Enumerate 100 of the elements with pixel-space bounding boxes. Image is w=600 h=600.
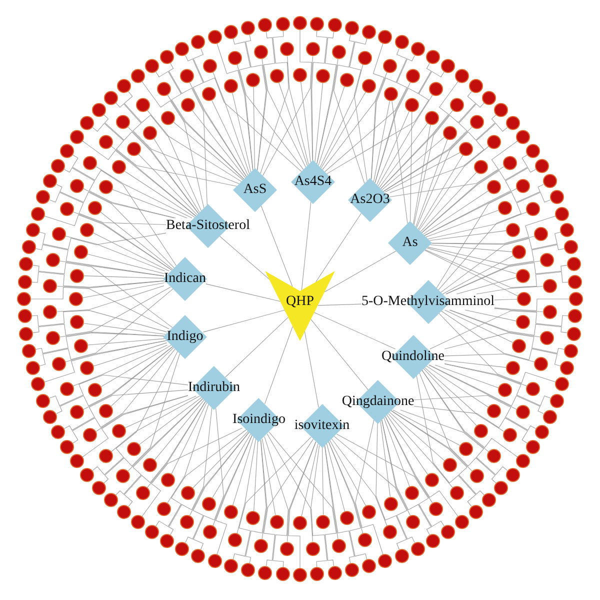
edge-line bbox=[245, 34, 266, 170]
edge-line bbox=[82, 282, 164, 298]
edge-line bbox=[349, 38, 368, 182]
edge-line bbox=[124, 170, 195, 218]
edge-line bbox=[326, 443, 346, 512]
node-label: Indican bbox=[164, 271, 206, 287]
node-label: Indigo bbox=[166, 329, 204, 345]
edge-line bbox=[414, 91, 476, 226]
edge-line bbox=[64, 168, 176, 218]
edge-line bbox=[322, 447, 324, 516]
edge-line bbox=[185, 432, 250, 543]
edge-line bbox=[416, 375, 476, 507]
edge-line bbox=[212, 72, 250, 174]
edge-line bbox=[82, 140, 196, 216]
edge-line bbox=[310, 319, 368, 390]
node-label: Indirubin bbox=[188, 380, 240, 396]
edge-line bbox=[82, 395, 188, 458]
edge-line bbox=[444, 310, 514, 343]
edge-line bbox=[301, 444, 318, 516]
edge-line bbox=[324, 444, 355, 564]
edge-line bbox=[334, 436, 415, 543]
edge-line bbox=[414, 406, 528, 444]
node-label: Quindoline bbox=[382, 349, 444, 365]
edge-line bbox=[96, 395, 188, 432]
edge-line bbox=[146, 401, 206, 488]
edge-line bbox=[124, 91, 242, 182]
edge-line bbox=[449, 310, 540, 338]
edge-line bbox=[336, 434, 444, 527]
edge-line bbox=[101, 344, 172, 387]
edge-line bbox=[444, 360, 506, 368]
edge-line bbox=[110, 396, 200, 452]
edge-line bbox=[442, 256, 514, 294]
edge-line bbox=[422, 154, 528, 234]
edge-line bbox=[212, 434, 252, 526]
edge-line bbox=[44, 340, 167, 382]
edge-line bbox=[65, 340, 167, 362]
edge-line bbox=[72, 344, 168, 386]
edge-line bbox=[382, 136, 445, 190]
edge-line bbox=[185, 55, 247, 177]
edge-line bbox=[476, 286, 543, 294]
edge-line bbox=[57, 280, 164, 288]
node-label: QHP bbox=[286, 294, 314, 310]
edge-line bbox=[326, 71, 444, 174]
edge-line bbox=[440, 232, 561, 293]
edge-line bbox=[142, 81, 204, 208]
edge-line bbox=[167, 404, 209, 504]
edge-line bbox=[438, 312, 556, 384]
edge-line bbox=[388, 413, 454, 488]
edge-line bbox=[424, 249, 569, 288]
edge-line bbox=[83, 346, 173, 410]
edge-line bbox=[192, 430, 248, 488]
edge-line bbox=[422, 370, 518, 458]
edge-line bbox=[331, 438, 388, 526]
edge-line bbox=[384, 152, 461, 192]
edge-line bbox=[236, 64, 254, 170]
edge-line bbox=[260, 206, 293, 287]
edge-line bbox=[60, 332, 164, 338]
edge-line bbox=[287, 56, 309, 165]
edge-line bbox=[266, 434, 328, 568]
edge-line bbox=[212, 100, 248, 176]
edge-line bbox=[65, 236, 165, 272]
edge-line bbox=[494, 298, 570, 311]
edge-line bbox=[316, 58, 338, 164]
node-label: As2O3 bbox=[350, 192, 390, 208]
edge-line bbox=[426, 248, 516, 274]
edge-line bbox=[380, 110, 454, 190]
edge-line bbox=[456, 277, 516, 294]
edge-line bbox=[426, 210, 498, 238]
edge-line bbox=[389, 412, 445, 462]
edge-line bbox=[264, 326, 293, 404]
edge-line bbox=[50, 374, 188, 406]
node-label: As bbox=[402, 235, 418, 251]
edge-line bbox=[355, 420, 384, 556]
edge-line bbox=[110, 146, 196, 216]
edge-line bbox=[390, 123, 508, 194]
edge-line bbox=[236, 438, 256, 534]
edge-line bbox=[370, 72, 388, 180]
edge-line bbox=[154, 138, 200, 213]
edge-line bbox=[263, 32, 306, 168]
edge-line bbox=[494, 308, 543, 312]
edge-line bbox=[206, 284, 280, 302]
edge-line bbox=[414, 395, 536, 430]
edge-line bbox=[116, 398, 204, 496]
edge-line bbox=[318, 86, 345, 166]
edge-line bbox=[426, 366, 488, 408]
edge-line bbox=[328, 441, 364, 534]
edge-line bbox=[216, 434, 252, 556]
edge-line bbox=[257, 58, 268, 171]
edge-line bbox=[330, 440, 366, 506]
edge-line bbox=[464, 310, 516, 322]
edge-line bbox=[382, 420, 411, 516]
edge-line bbox=[424, 168, 536, 236]
edge-line bbox=[386, 414, 428, 475]
edge-line bbox=[72, 212, 172, 270]
edge-line bbox=[310, 445, 320, 542]
edge-line bbox=[436, 184, 544, 289]
edge-line bbox=[320, 92, 366, 168]
edge-line bbox=[416, 114, 496, 228]
edge-line bbox=[418, 154, 464, 230]
edge-line bbox=[390, 410, 484, 496]
